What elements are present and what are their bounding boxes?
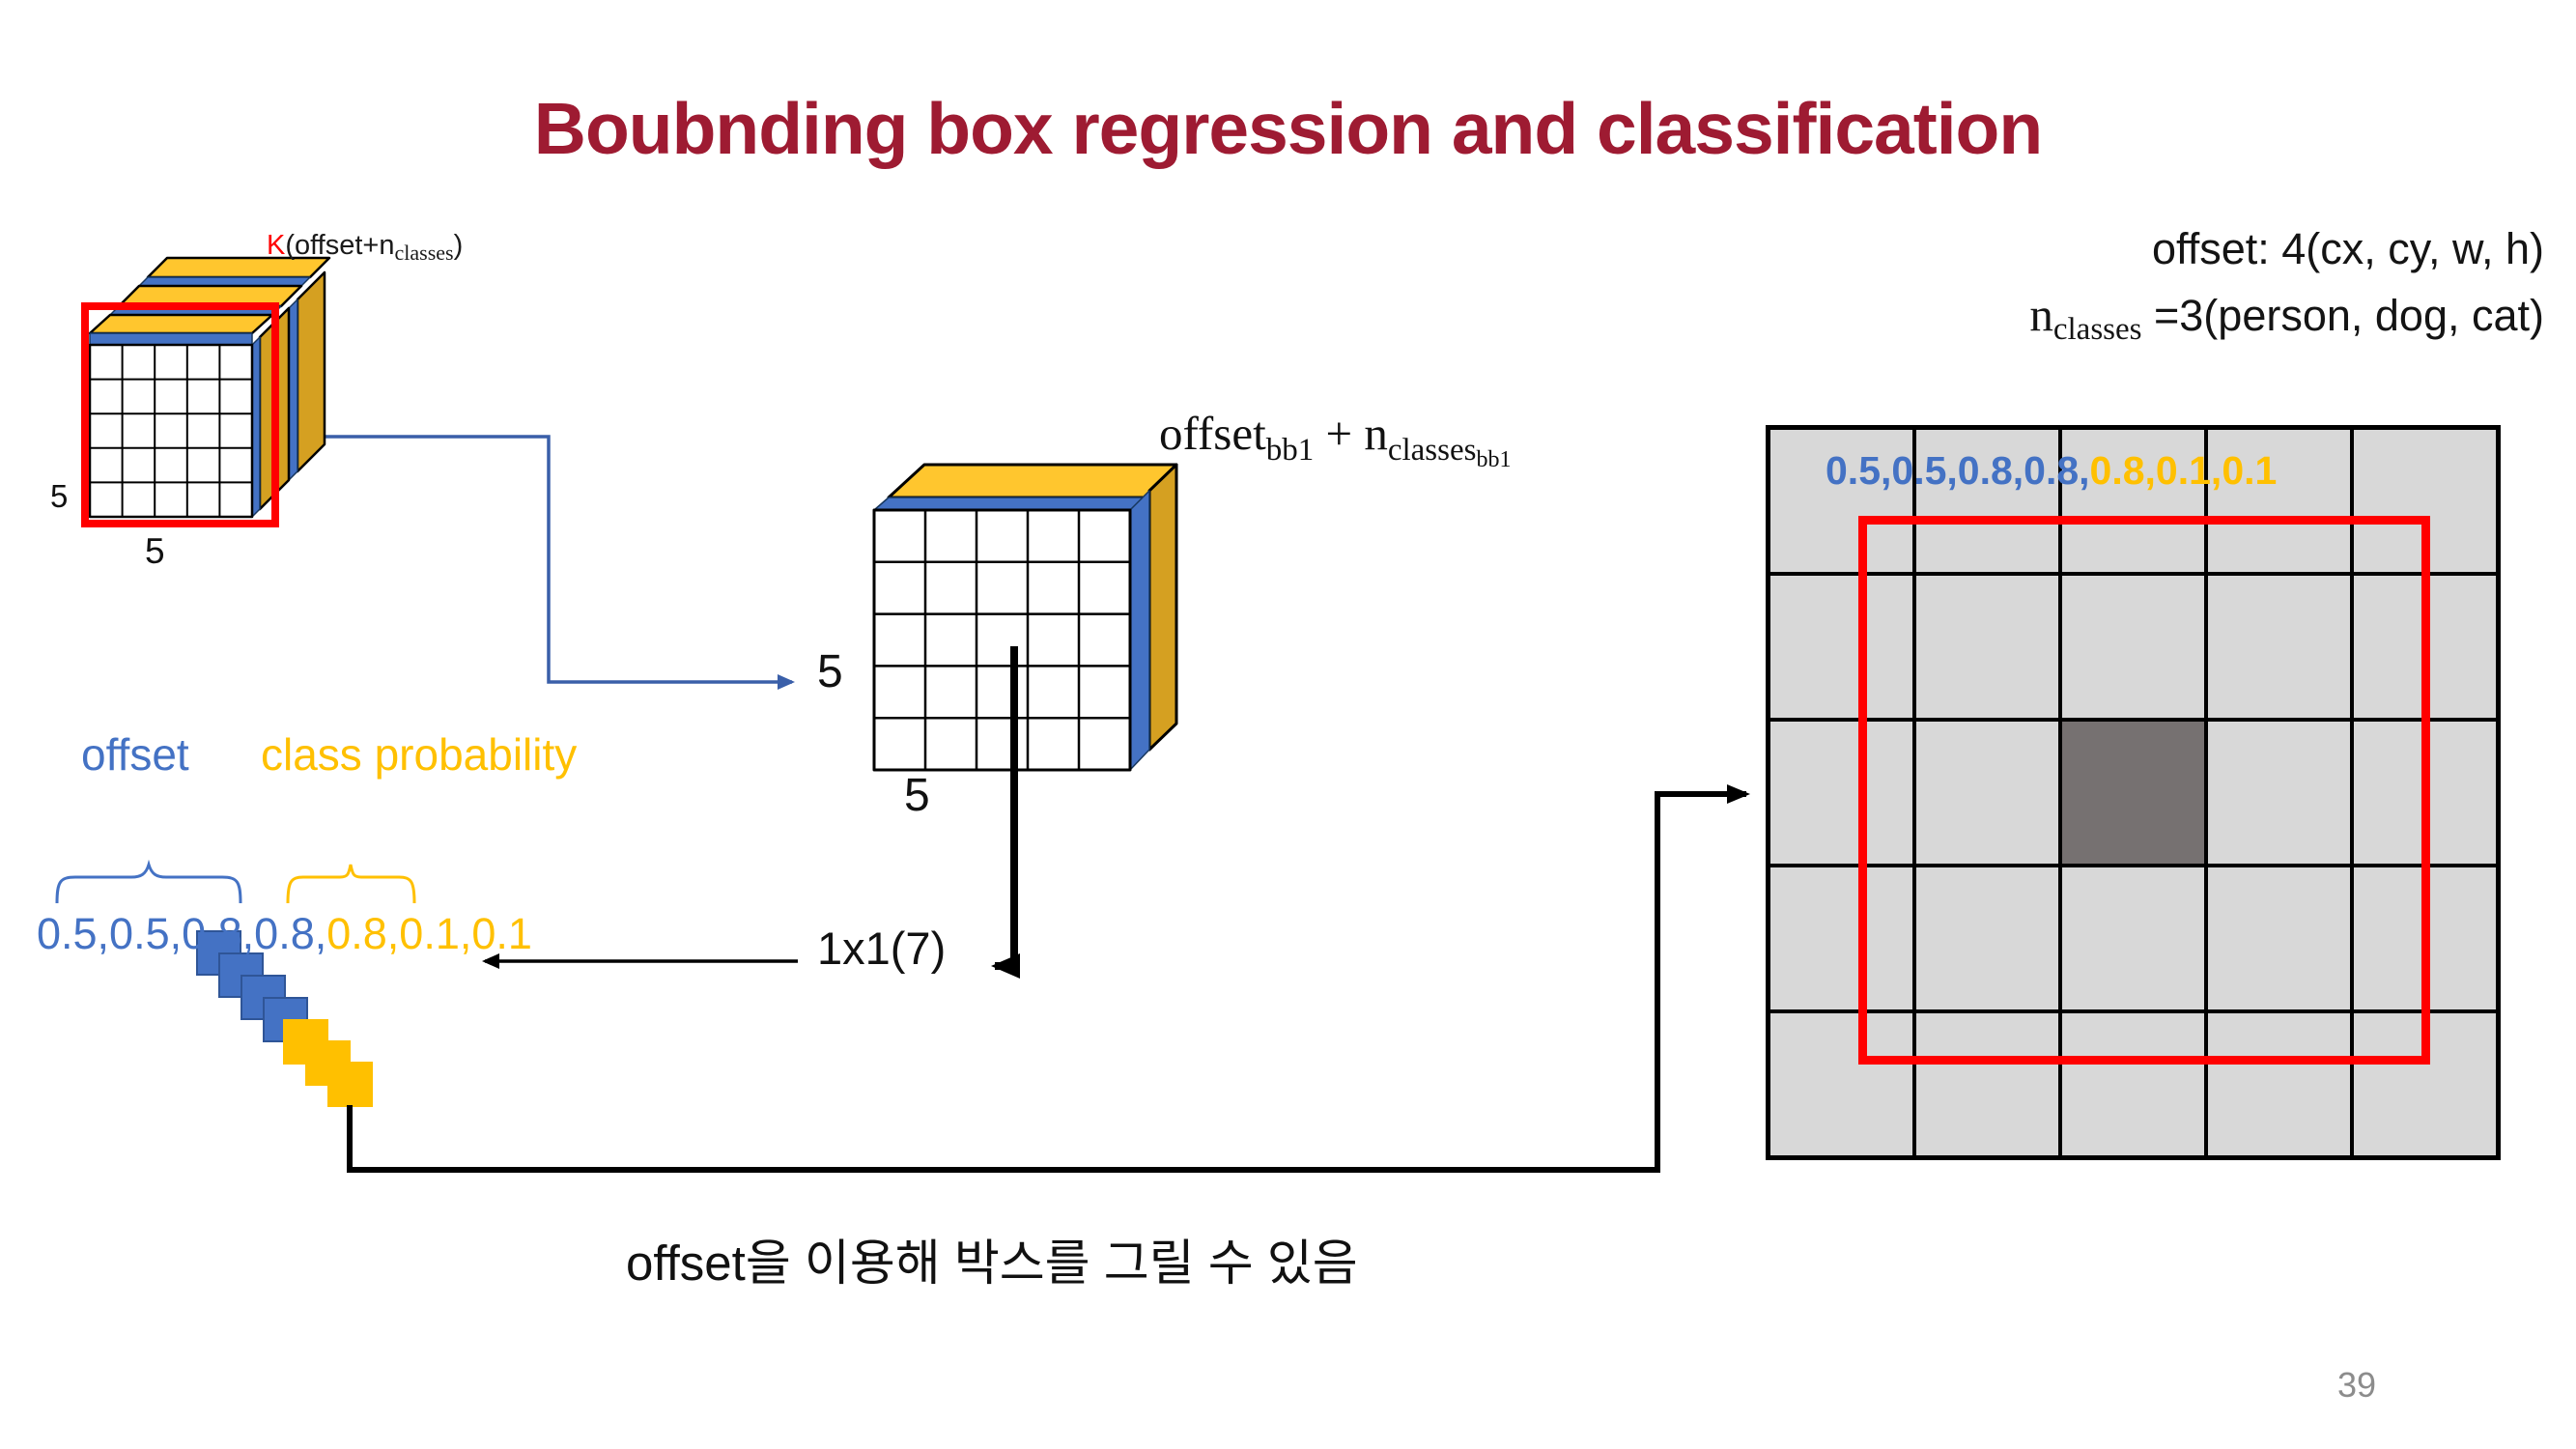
grid-class-values: 0.8,0.1,0.1 xyxy=(2089,448,2278,493)
predicted-bounding-box xyxy=(1858,516,2430,1065)
class-probability-label: class probability xyxy=(261,729,578,780)
vector-to-grid-arrow xyxy=(347,784,1750,1173)
vector-offset-values: 0.5,0.5,0.8,0.8, xyxy=(37,909,327,958)
legend-definitions: offset: 4(cx, cy, w, h) nclasses =3(pers… xyxy=(2029,217,2544,354)
vector-class-values: 0.8,0.1,0.1 xyxy=(326,909,532,958)
pred-front-face xyxy=(872,508,1132,772)
prediction-cube xyxy=(872,463,1178,772)
class-brace xyxy=(286,864,416,904)
feature-map-height-label: 5 xyxy=(50,478,69,514)
feature-map-slice-highlight xyxy=(81,302,279,527)
offset-brace xyxy=(55,859,242,904)
slide-title: Boubnding box regression and classificat… xyxy=(533,88,2043,169)
page-number: 39 xyxy=(2337,1365,2377,1405)
feature-to-pred-arrow xyxy=(299,435,795,690)
slide-caption: offset을 이용해 박스를 그릴 수 있음 xyxy=(626,1236,1358,1291)
grid-prediction-values: 0.5,0.5,0.8,0.8,0.8,0.1,0.1 xyxy=(1826,451,2277,491)
feature-map-width-label: 5 xyxy=(145,531,165,571)
conv-elbow-arrow xyxy=(991,646,1020,979)
classes-definition: nclasses =3(person, dog, cat) xyxy=(2029,288,2544,348)
pred-cube-width-label: 5 xyxy=(904,770,930,821)
feature-map-cube xyxy=(88,256,331,519)
cube-front-face xyxy=(88,343,254,519)
offset-definition: offset: 4(cx, cy, w, h) xyxy=(2152,224,2544,273)
grid-offset-values: 0.5,0.5,0.8,0.8, xyxy=(1826,448,2090,493)
prediction-formula: offsetbb1 + nclassesbb1 xyxy=(1159,407,1512,472)
vector-values: 0.5,0.5,0.8,0.8,0.8,0.1,0.1 xyxy=(37,912,532,955)
feature-map-depth-label: K(offset+nclasses) xyxy=(267,230,464,265)
class-square xyxy=(327,1062,373,1107)
pred-cube-height-label: 5 xyxy=(817,646,843,697)
offset-label: offset xyxy=(81,729,189,780)
conv-kernel-label: 1x1(7) xyxy=(817,923,947,974)
anchor-cell xyxy=(2060,720,2206,866)
